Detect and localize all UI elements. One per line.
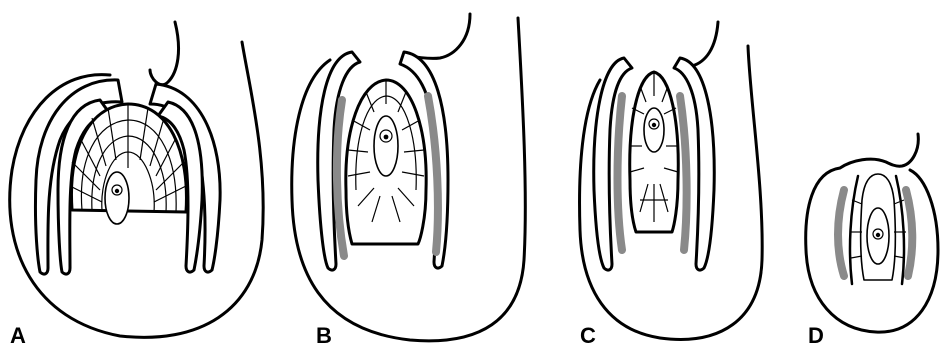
panel-b-megaspore — [374, 116, 398, 176]
panel-c-shading-left — [618, 96, 623, 250]
panel-c-ovule — [580, 22, 763, 339]
panel-b-ovule — [292, 14, 526, 341]
panel-d-nucleolus — [876, 233, 880, 237]
panel-label-d: D — [808, 325, 824, 347]
panel-b-nucleolus — [384, 135, 389, 140]
panel-label-a: A — [10, 325, 26, 347]
panel-c-megaspore — [644, 108, 664, 152]
panel-label-c: C — [580, 325, 596, 347]
panel-a-megaspore — [105, 172, 129, 224]
panel-a-nucleolus — [115, 189, 119, 193]
panel-c-nucleolus — [652, 123, 656, 127]
panel-label-b: B — [316, 325, 332, 347]
panel-a-ovule — [10, 22, 263, 337]
panel-d-ovule — [806, 134, 938, 332]
